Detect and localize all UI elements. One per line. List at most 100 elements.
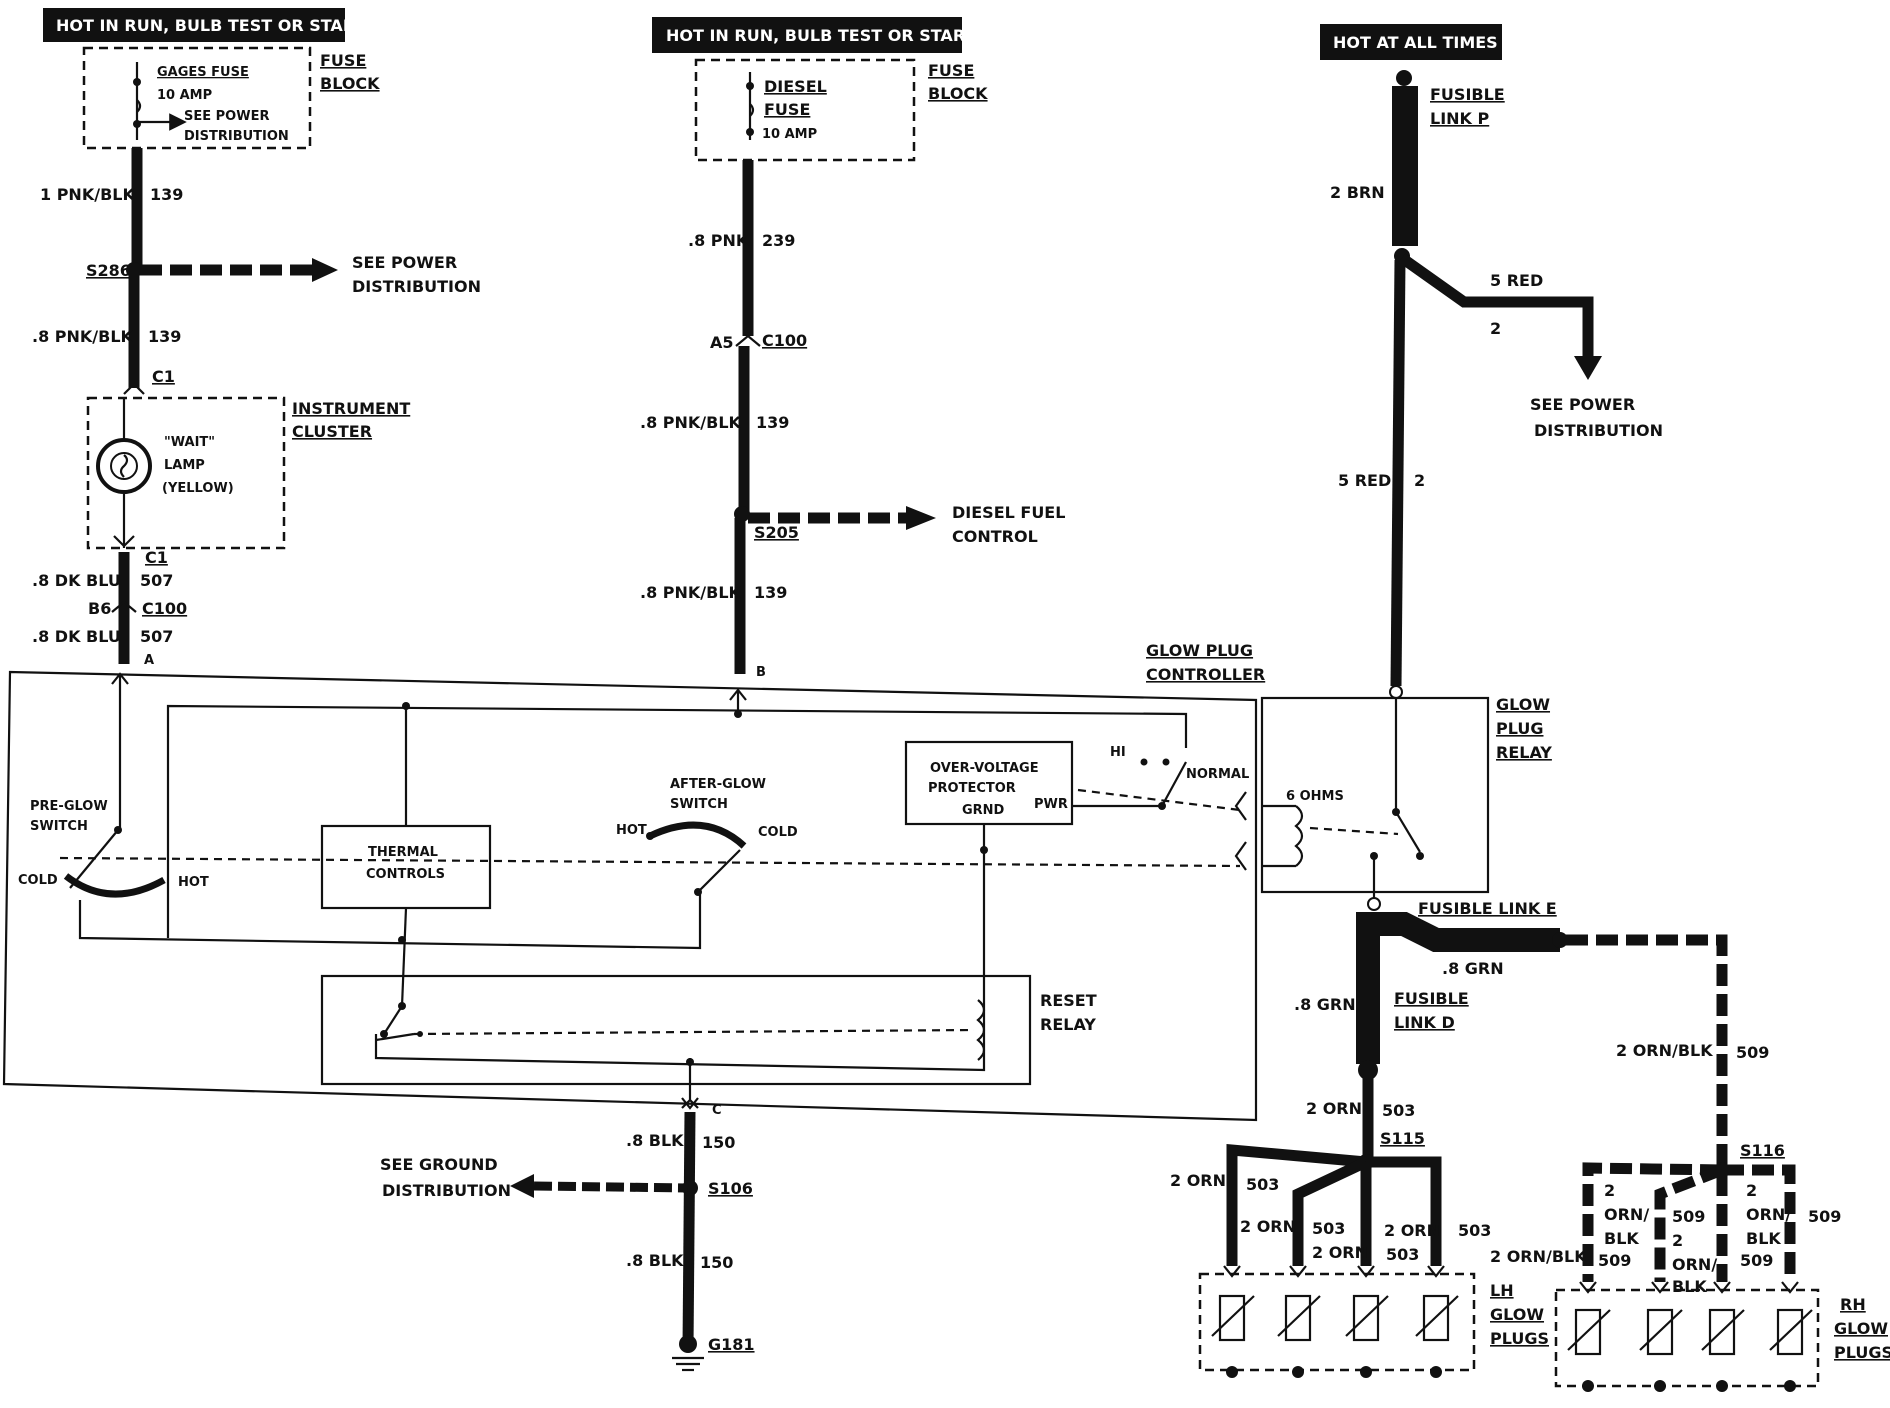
lh-b3-circuit: 503 xyxy=(1386,1245,1419,1264)
diesel-fuse-label-1: DIESEL xyxy=(764,77,827,96)
glow-plug-relay-2: PLUG xyxy=(1496,719,1543,738)
wait-lamp-bulb-icon xyxy=(96,438,152,494)
wire-5red-main-color: 5 RED xyxy=(1338,471,1391,490)
diesel-fuel-control-1: DIESEL FUEL xyxy=(952,503,1065,522)
wire-5red-branch-color: 5 RED xyxy=(1490,271,1543,290)
wire-507-circuit: 507 xyxy=(140,571,173,590)
preglow-hot: HOT xyxy=(178,875,209,890)
glow-plug-controller: GLOW PLUG CONTROLLER PRE-GLOW SWITCH COL… xyxy=(2,641,1265,1122)
instrument-cluster-box xyxy=(86,396,286,550)
rh-b2-a: 2 xyxy=(1672,1231,1683,1250)
connector-c100-left: C100 xyxy=(142,599,187,618)
lh-b1-circuit: 503 xyxy=(1246,1175,1279,1194)
s286-see-power: SEE POWER xyxy=(352,253,457,272)
ovp-label-1: OVER-VOLTAGE xyxy=(930,761,1039,776)
wire-orn-main: 2 ORN xyxy=(1306,1099,1362,1118)
ground-icon xyxy=(672,1356,704,1372)
rh-glow-plug-1 xyxy=(1567,1281,1611,1392)
fusible-link-e: FUSIBLE LINK E xyxy=(1418,899,1557,918)
lh-glow-plug-4 xyxy=(1415,1265,1459,1378)
glow-plug-relay-3: RELAY xyxy=(1496,743,1552,762)
diesel-fuse-block-1: FUSE xyxy=(928,61,974,80)
wire-grn-right: .8 GRN xyxy=(1442,959,1504,978)
rh-glow-plug-2 xyxy=(1639,1281,1683,1392)
wire-5red-branch-circuit: 2 xyxy=(1490,319,1501,338)
see-ground-2: DISTRIBUTION xyxy=(382,1181,511,1200)
rh-b3-a: 2 xyxy=(1746,1181,1757,1200)
rh-b3-c: BLK xyxy=(1746,1229,1781,1248)
fusible-link-d-2: LINK D xyxy=(1394,1013,1455,1032)
controller-outline xyxy=(2,670,1258,1122)
splice-s116-label: S116 xyxy=(1740,1141,1785,1160)
wire-139-lower-color: .8 PNK/BLK xyxy=(32,327,134,346)
see-power-right-1: SEE POWER xyxy=(1530,395,1635,414)
wire-139-mid-circuit: 139 xyxy=(756,413,789,432)
rh-glow-plugs-3: PLUGS xyxy=(1834,1343,1890,1362)
wire-139-color: 1 PNK/BLK xyxy=(40,185,135,204)
wire-150-circuit: 150 xyxy=(702,1133,735,1152)
afterglow-hot: HOT xyxy=(616,823,647,838)
rh-glow-plug-3 xyxy=(1701,1281,1745,1392)
lh-b3-color: 2 ORN xyxy=(1312,1243,1368,1262)
wire-150-lower-circuit: 150 xyxy=(700,1253,733,1272)
rh-b3-circuit: 509 xyxy=(1740,1251,1773,1270)
splice-s106-label: S106 xyxy=(708,1179,753,1198)
wire-139-lower-circuit: 139 xyxy=(148,327,181,346)
pin-b: B xyxy=(756,665,766,680)
fusible-link-p-2: LINK P xyxy=(1430,109,1490,128)
splice-s205-label: S205 xyxy=(754,523,799,542)
connector-c1-top: C1 xyxy=(152,367,175,386)
wire-5red-main-circuit: 2 xyxy=(1414,471,1425,490)
lh-b2-color: 2 ORN xyxy=(1240,1217,1296,1236)
preglow-label-2: SWITCH xyxy=(30,819,88,834)
rh-glow-plug-4 xyxy=(1769,1281,1813,1392)
connector-c1-top-icon xyxy=(123,382,145,395)
s286-see-power-dist: DISTRIBUTION xyxy=(352,277,481,296)
ovp-normal: NORMAL xyxy=(1186,767,1249,782)
arrow-right-icon-2 xyxy=(906,506,936,530)
wire-139-mid-lower-circuit: 139 xyxy=(754,583,787,602)
instrument-cluster-label-2: CLUSTER xyxy=(292,422,372,441)
pin-b6: B6 xyxy=(88,599,111,618)
rh-glow-plugs-box xyxy=(1554,1288,1820,1388)
wait-lamp-label-3: (YELLOW) xyxy=(162,481,234,496)
reset-relay-box xyxy=(320,974,1032,1086)
lh-b1-color: 2 ORN xyxy=(1170,1171,1226,1190)
header-right-text: HOT AT ALL TIMES xyxy=(1333,33,1498,52)
splice-s286-label: S286 xyxy=(86,261,131,280)
rh-b1-a: 2 xyxy=(1604,1181,1615,1200)
wire-orn-main-circuit: 503 xyxy=(1382,1101,1415,1120)
arrow-down-icon xyxy=(1574,356,1602,380)
lh-glow-plugs-3: PLUGS xyxy=(1490,1329,1549,1348)
rh-glow-plugs-2: GLOW xyxy=(1834,1319,1888,1338)
preglow-label-1: PRE-GLOW xyxy=(30,799,108,814)
rh-b4-circuit: 509 xyxy=(1808,1207,1841,1226)
wire-5red-main xyxy=(1390,259,1406,687)
wire-5red-branch xyxy=(1398,253,1594,362)
right-branch: FUSIBLE LINK P 2 BRN 5 RED 2 SEE POWER D… xyxy=(1170,70,1890,1392)
lh-b4-color: 2 ORN xyxy=(1384,1221,1440,1240)
controller-title-2: CONTROLLER xyxy=(1146,665,1265,684)
wire-239-circuit: 239 xyxy=(762,231,795,250)
rh-glow-plugs-1: RH xyxy=(1840,1295,1866,1314)
rh-b1-circuit: 509 xyxy=(1598,1251,1631,1270)
lh-glow-plug-2 xyxy=(1277,1265,1321,1378)
lh-glow-plugs-2: GLOW xyxy=(1490,1305,1544,1324)
fusible-link-p-1: FUSIBLE xyxy=(1430,85,1505,104)
fuse-block-label-1: FUSE xyxy=(320,51,366,70)
diesel-fuse-label-2: FUSE xyxy=(764,100,810,119)
gages-see-power-dist: DISTRIBUTION xyxy=(184,129,289,144)
lh-glow-plug-3 xyxy=(1345,1265,1389,1378)
splice-s115-label: S115 xyxy=(1380,1129,1425,1148)
preglow-cold: COLD xyxy=(18,873,58,888)
ovp-pwr: PWR xyxy=(1034,797,1068,812)
afterglow-label-1: AFTER-GLOW xyxy=(670,777,766,792)
lh-glow-plug-1 xyxy=(1211,1265,1255,1378)
rh-b3-b: ORN/ xyxy=(1746,1205,1791,1224)
diesel-fuse-box xyxy=(694,58,916,162)
wait-lamp-label-1: "WAIT" xyxy=(164,435,215,450)
wire-ornblk-main: 2 ORN/BLK xyxy=(1616,1041,1713,1060)
header-right: HOT AT ALL TIMES xyxy=(1320,24,1502,60)
connector-c1-bottom: C1 xyxy=(145,548,168,567)
